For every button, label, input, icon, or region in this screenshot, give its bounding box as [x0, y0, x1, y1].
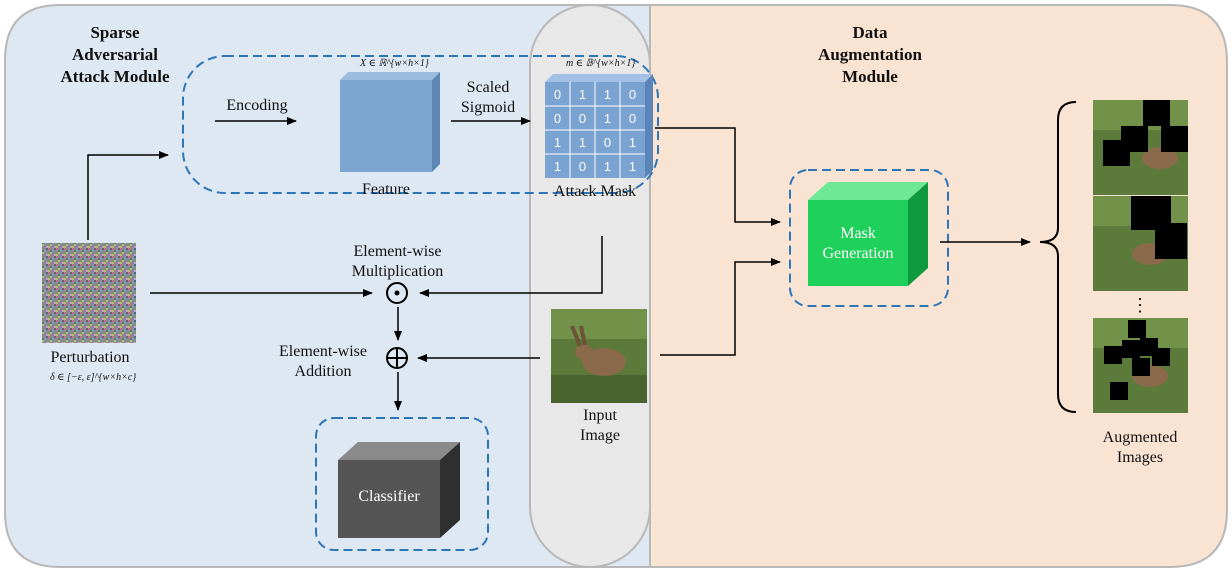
mask-cell: 1 — [604, 159, 611, 174]
mask-cell: 0 — [629, 111, 636, 126]
elementwise-mult-symbol — [386, 282, 408, 304]
augmented-images-label: Augmented Images — [1102, 429, 1178, 466]
output-brace — [1039, 101, 1077, 413]
feature-label: Feature — [362, 181, 410, 198]
mask-cell: 0 — [629, 87, 636, 102]
mask-cell: 0 — [604, 135, 611, 150]
mask-cell: 1 — [579, 135, 586, 150]
perturbation-label: Perturbation — [50, 349, 130, 366]
mask-generation-cube — [808, 182, 928, 286]
augmented-ellipsis: ⋮ — [1131, 295, 1149, 315]
perturbation-math: δ ∈ [−ε, ε]^{w×h×c} — [50, 372, 137, 383]
encoder-dashed-box — [182, 55, 659, 194]
elementwise-add-symbol — [386, 347, 408, 369]
encoding-label: Encoding — [226, 97, 288, 114]
mask-cell: 0 — [579, 159, 586, 174]
perturbation-image — [42, 243, 136, 343]
sparse-attack-region — [4, 4, 651, 568]
input-image-label: Input Image — [580, 407, 620, 444]
mask-cell: 0 — [554, 111, 561, 126]
attack-mask-label: Attack Mask — [553, 183, 637, 200]
classifier-dashed-box — [315, 417, 489, 551]
mask-cell: 1 — [554, 159, 561, 174]
mask-generation-dashed-box — [789, 169, 949, 307]
augmented-image-1 — [1093, 100, 1188, 195]
mask-cell: 0 — [579, 111, 586, 126]
mask-cell: 1 — [579, 87, 586, 102]
mask-cell: 1 — [629, 135, 636, 150]
mask-cell: 1 — [604, 111, 611, 126]
mask-cell: 0 — [554, 87, 561, 102]
mask-cell: 1 — [554, 135, 561, 150]
augmented-image-2 — [1093, 196, 1188, 291]
feature-cube — [340, 72, 440, 172]
feature-math: X ∈ ℝ^{w×h×1} — [360, 58, 429, 69]
scaled-sigmoid-label: Scaled Sigmoid — [460, 79, 516, 116]
classifier-cube — [338, 442, 460, 538]
mask-cell: 1 — [604, 87, 611, 102]
input-image — [551, 309, 647, 403]
attack-mask-cube: 0 1 1 0 0 0 1 0 1 1 0 1 1 0 1 1 — [545, 74, 653, 178]
sparse-module-title: Sparse Adversarial Attack Module — [60, 23, 170, 86]
mask-cell: 1 — [629, 159, 636, 174]
classifier-label: Classifier — [358, 488, 420, 505]
mask-generation-label: Mask Generation — [822, 225, 894, 262]
elementwise-mult-label: Element-wise Multiplication — [351, 243, 444, 280]
data-aug-module-title: Data Augmentation Module — [818, 23, 922, 86]
augmented-image-3 — [1093, 318, 1188, 413]
mask-math: m ∈ 𝔹^{w×h×1} — [566, 58, 636, 69]
elementwise-add-label: Element-wise Addition — [279, 343, 367, 380]
